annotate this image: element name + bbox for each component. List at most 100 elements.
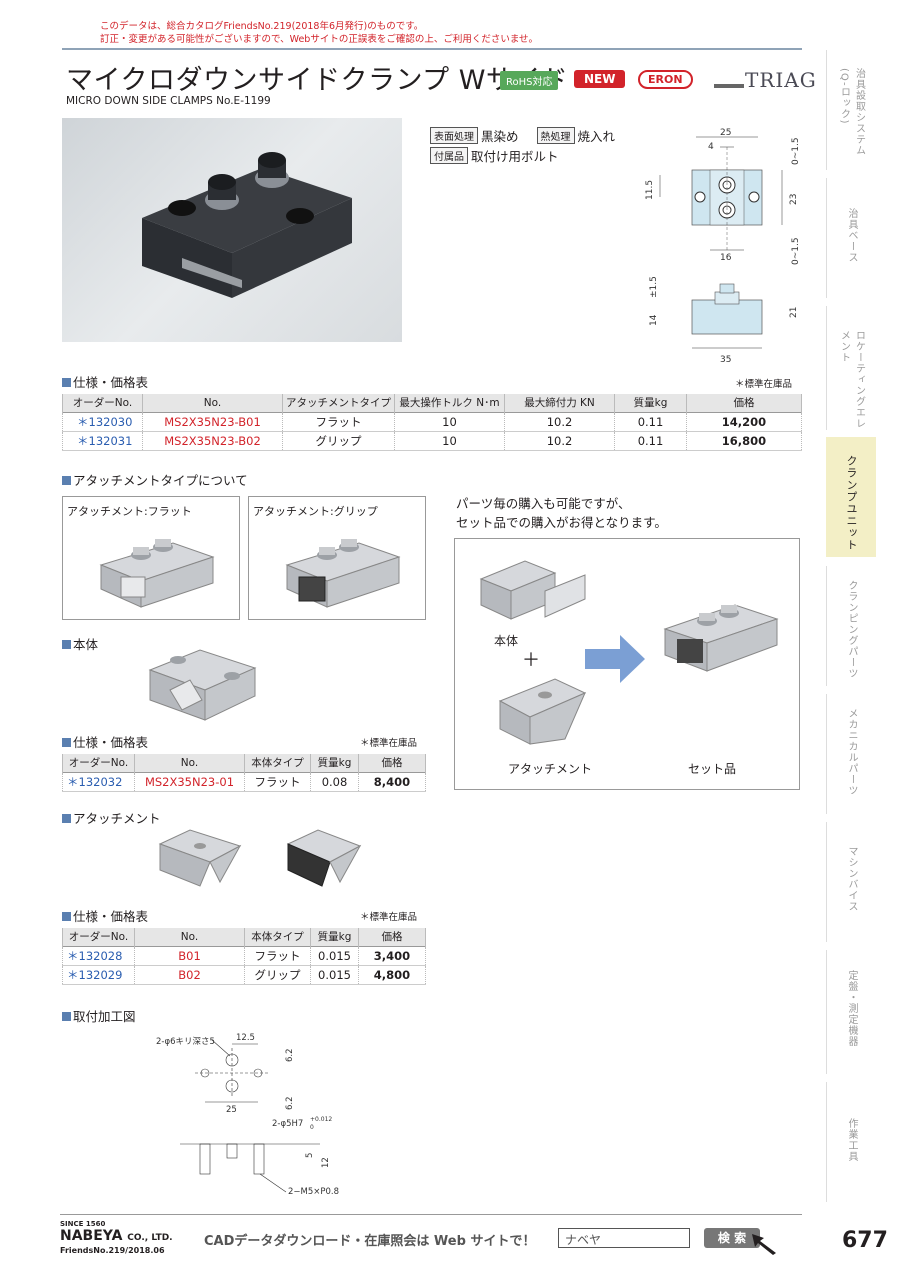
grip-label: アタッチメント:グリップ bbox=[253, 505, 378, 518]
accessory-value: 取付け用ボルト bbox=[471, 149, 559, 164]
plus-sign: ＋ bbox=[522, 650, 540, 671]
order-link[interactable]: ＊132031 bbox=[62, 431, 143, 451]
sidebar-item-locating[interactable]: ロケーティングエレメント bbox=[826, 306, 876, 430]
grip-clamp-illustration bbox=[285, 539, 401, 608]
mount-heading: 取付加工図 bbox=[62, 1006, 136, 1025]
flat-clamp-illustration bbox=[99, 539, 215, 608]
table-row: ＊132030 MS2X35N23-B01 フラット 10 10.2 0.11 … bbox=[62, 411, 802, 432]
set-caption: セット品 bbox=[688, 762, 737, 776]
search-input[interactable]: ナベヤ bbox=[558, 1228, 690, 1248]
col-no: No. bbox=[142, 394, 283, 412]
accessory-tag: 付属品 bbox=[430, 147, 468, 164]
company-logo: NABEYA CO., LTD. bbox=[60, 1228, 173, 1244]
title-rule bbox=[62, 48, 802, 50]
pin-label: 2-φ5H7 bbox=[272, 1119, 303, 1129]
pin-tolerance: +0.012 bbox=[310, 1116, 332, 1123]
dim-12: 12 bbox=[321, 1157, 331, 1168]
attachment-caption: アタッチメント bbox=[508, 762, 593, 776]
dim-16: 16 bbox=[720, 253, 732, 263]
screw-label: 2−M5×P0.8 bbox=[288, 1187, 339, 1197]
sidebar-item-q-lock[interactable]: 治具設取システム(Q-ロック) bbox=[826, 50, 876, 170]
section-square-icon bbox=[62, 738, 71, 747]
col-type: アタッチメントタイプ bbox=[282, 394, 395, 412]
spec1-table: オーダーNo. No. アタッチメントタイプ 最大操作トルク N･m 最大締付力… bbox=[62, 394, 802, 451]
spec3-table: オーダーNo. No. 本体タイプ 質量kg 価格 ＊132028 B01 フラ… bbox=[62, 928, 426, 985]
new-badge: NEW bbox=[574, 70, 626, 88]
section-square-icon bbox=[62, 1012, 71, 1021]
cursor-arrow-icon bbox=[752, 1234, 776, 1255]
dim-21: 21 bbox=[789, 307, 799, 318]
search-button[interactable]: 検 索 bbox=[704, 1228, 760, 1248]
spec1-note: ＊標準在庫品 bbox=[735, 379, 793, 390]
mounting-drawing: 2-φ6キリ深さ5 12.5 6.2 6.2 25 2-φ5H7 +0.012 … bbox=[156, 1033, 339, 1197]
attach-type-heading: アタッチメントタイプについて bbox=[62, 470, 248, 489]
set-illustration bbox=[479, 560, 779, 745]
purchase-note: パーツ毎の購入も可能ですが、 セット品での購入がお得となります。 bbox=[456, 496, 667, 530]
attachment-illustrations bbox=[158, 829, 362, 887]
pin-tolerance-lower: 0 bbox=[310, 1124, 314, 1131]
dim-4: 4 bbox=[708, 142, 714, 152]
col-force: 最大締付力 KN bbox=[504, 394, 615, 412]
spec3-note: ＊標準在庫品 bbox=[360, 912, 418, 923]
col-order: オーダーNo. bbox=[62, 394, 143, 412]
rohs-badge: RoHS対応 bbox=[500, 71, 559, 90]
sidebar-item-tools[interactable]: 作業工具 bbox=[826, 1082, 876, 1202]
dim-25-mount: 25 bbox=[226, 1105, 237, 1115]
since-label: SINCE 1560 bbox=[60, 1220, 106, 1228]
sidebar-item-surface-plate[interactable]: 定盤・測定機器 bbox=[826, 950, 876, 1074]
notice-line2: 訂正・変更がある可能性がございますので、Webサイトの正誤表をご確認の上、ご利用… bbox=[100, 34, 539, 45]
eron-logo: ERON bbox=[638, 70, 693, 89]
product-photo bbox=[62, 118, 402, 342]
attachment-heading: アタッチメント bbox=[62, 808, 161, 827]
order-link[interactable]: ＊132030 bbox=[62, 411, 143, 432]
triag-logo-bar bbox=[714, 84, 744, 88]
section-square-icon bbox=[62, 912, 71, 921]
order-link[interactable]: ＊132032 bbox=[62, 771, 135, 792]
notice: このデータは、総合カタログFriendsNo.219(2018年6月発行)のもの… bbox=[100, 20, 538, 46]
flat-attachment-box: アタッチメント:フラット bbox=[62, 496, 240, 620]
spec2-heading: 仕様・価格表 bbox=[62, 732, 148, 751]
page-subtitle: MICRO DOWN SIDE CLAMPS No.E-1199 bbox=[66, 95, 271, 107]
dim-12-5: 12.5 bbox=[236, 1033, 255, 1043]
order-link[interactable]: ＊132029 bbox=[62, 965, 135, 985]
surface-value: 黒染め bbox=[481, 129, 519, 144]
sidebar-item-machine-vise[interactable]: マシンバイス bbox=[826, 822, 876, 942]
grip-attachment-box: アタッチメント:グリップ bbox=[248, 496, 426, 620]
page-title: マイクロダウンサイドクランプ Wサイド bbox=[66, 65, 569, 96]
col-price: 価格 bbox=[686, 394, 802, 412]
surface-tag: 表面処理 bbox=[430, 127, 478, 144]
heat-tag: 熱処理 bbox=[536, 127, 575, 144]
sidebar-item-clamp-unit[interactable]: クランプユニット bbox=[826, 437, 876, 557]
table-row: ＊132028 B01 フラット 0.015 3,400 bbox=[62, 945, 426, 966]
spec3-heading: 仕様・価格表 bbox=[62, 906, 148, 925]
body-caption: 本体 bbox=[494, 634, 519, 648]
dimension-drawing: 25 4 0~1.5 11.5 23 16 0~1.5 bbox=[645, 128, 801, 265]
clamp-photo-illustration bbox=[142, 152, 352, 298]
catalog-label: FriendsNo.219/2018.06 bbox=[60, 1246, 165, 1255]
sidebar-item-clamping-parts[interactable]: クランピングパーツ bbox=[826, 566, 876, 686]
spec2-table: オーダーNo. No. 本体タイプ 質量kg 価格 ＊132032 MS2X35… bbox=[62, 754, 426, 792]
notice-line1: このデータは、総合カタログFriendsNo.219(2018年6月発行)のもの… bbox=[100, 21, 424, 32]
body-illustration bbox=[148, 649, 257, 721]
dim-5: 5 bbox=[305, 1153, 315, 1158]
table-row: ＊132029 B02 グリップ 0.015 4,800 bbox=[62, 965, 426, 985]
dim-0-1-5a: 0~1.5 bbox=[791, 137, 801, 165]
dim-6-2a: 6.2 bbox=[285, 1048, 295, 1062]
col-torque: 最大操作トルク N･m bbox=[394, 394, 505, 412]
table-row: ＊132032 MS2X35N23-01 フラット 0.08 8,400 bbox=[62, 771, 426, 792]
hole-label: 2-φ6キリ深さ5 bbox=[156, 1037, 215, 1047]
surface-treatment: 表面処理黒染め 熱処理焼入れ bbox=[430, 126, 615, 145]
body-heading: 本体 bbox=[62, 634, 98, 653]
flat-label: アタッチメント:フラット bbox=[67, 505, 192, 518]
cad-download-text: CADデータダウンロード・在庫照会は Web サイトで！ bbox=[204, 1234, 536, 1249]
dim-14: 14 bbox=[649, 314, 659, 326]
sidebar-item-mechanical-parts[interactable]: メカニカルパーツ bbox=[826, 694, 876, 814]
dim-23: 23 bbox=[789, 194, 799, 205]
side-view-drawing: ±1.5 14 21 35 bbox=[649, 276, 799, 365]
section-square-icon bbox=[62, 814, 71, 823]
spec2-note: ＊標準在庫品 bbox=[360, 738, 418, 749]
sidebar-item-jig-base[interactable]: 治具ベース bbox=[826, 178, 876, 298]
dim-0-1-5b: 0~1.5 bbox=[791, 237, 801, 265]
spec1-heading: 仕様・価格表 bbox=[62, 372, 148, 391]
order-link[interactable]: ＊132028 bbox=[62, 945, 135, 966]
